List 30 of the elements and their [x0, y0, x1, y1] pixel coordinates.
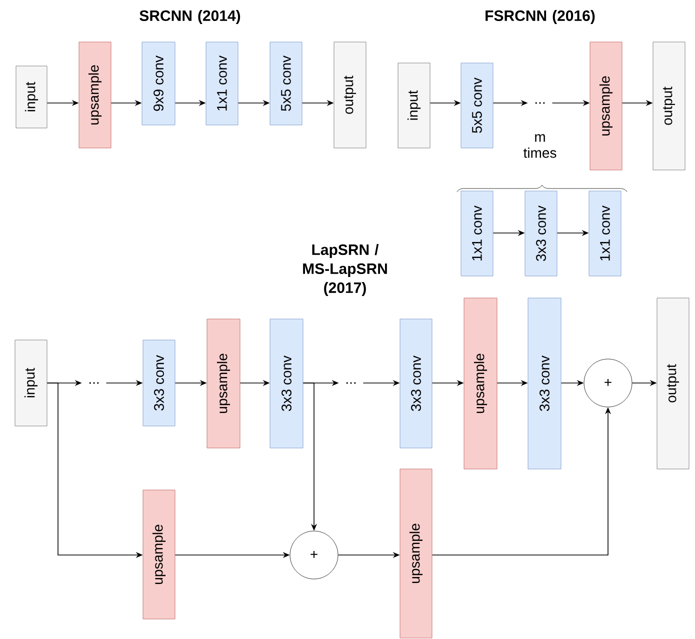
ellipsis-text: ...	[346, 382, 356, 384]
section-label: LapSRN / MS-LapSRN (2017)	[303, 244, 387, 296]
layer-box: 3x3 conv	[400, 318, 432, 448]
layer-box: 5x5 conv	[460, 62, 494, 148]
layer-box: 9x9 conv	[142, 42, 176, 126]
layer-box: 3x3 conv	[524, 190, 558, 276]
layer-box: 1x1 conv	[460, 190, 494, 276]
layer-box: upsample	[590, 42, 622, 170]
section-label: FSRCNN (2016)	[486, 10, 595, 24]
layer-box: 3x3 conv	[270, 318, 304, 448]
ellipsis-text: ...	[535, 102, 545, 104]
layer-box: 1x1 conv	[206, 42, 238, 126]
layer-box: 3x3 conv	[528, 298, 562, 470]
layer-box: upsample	[400, 468, 432, 638]
layer-box: upsample	[464, 298, 498, 470]
layer-box: input	[14, 340, 48, 426]
layer-box: upsample	[78, 42, 112, 148]
layer-box: 5x5 conv	[270, 42, 302, 126]
repeat-label: m times	[524, 134, 556, 158]
layer-box: input	[16, 66, 48, 128]
layer-box: upsample	[142, 490, 176, 620]
layer-box: 3x3 conv	[142, 340, 176, 426]
layer-box: upsample	[206, 318, 240, 448]
layer-box: output	[656, 298, 690, 470]
section-label: SRCNN (2014)	[140, 10, 240, 24]
layer-box: output	[652, 42, 686, 170]
layer-box: 1x1 conv	[588, 190, 622, 276]
ellipsis-text: ...	[89, 382, 99, 384]
layer-box: output	[334, 42, 366, 148]
layer-box: input	[398, 62, 430, 148]
